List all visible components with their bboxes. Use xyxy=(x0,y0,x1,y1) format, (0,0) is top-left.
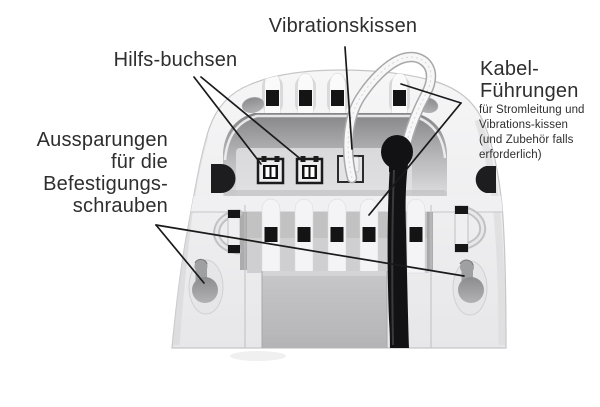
screw-recess-top-left xyxy=(241,97,265,113)
top-cable-guide-pegs xyxy=(262,72,410,115)
label-aussparungen: Aussparungen für die Befestigungs- schra… xyxy=(18,129,168,217)
kabel-subtext-line4: erforderlich) xyxy=(479,149,542,161)
kabel-subtext-line3: (und Zubehör falls xyxy=(479,134,574,146)
aux-socket-right xyxy=(295,156,324,185)
pointer-hilfsbuchsen-2 xyxy=(200,76,304,162)
vibration-pad-cable xyxy=(342,51,437,184)
pointer-aussparungen-2 xyxy=(155,224,465,277)
label-plate xyxy=(261,271,388,348)
annotation-lines xyxy=(155,46,465,284)
label-aussparungen-line1: Aussparungen xyxy=(36,129,168,151)
side-hook-left xyxy=(211,164,236,193)
label-hilfs-buchsen: Hilfs-buchsen xyxy=(113,49,238,71)
label-kabel-fuehrungen: Kabel- Führungen xyxy=(480,58,595,102)
side-pin-right xyxy=(454,205,486,253)
label-kabel-fuehrungen-subtext: für Stromleitung und Vibrations-kissen (… xyxy=(479,103,599,163)
keyhole-mount-right xyxy=(452,259,488,316)
photo-smudge xyxy=(230,351,286,361)
right-edge-shading xyxy=(474,118,506,346)
label-aussparungen-line4: schrauben xyxy=(72,195,168,217)
power-cable xyxy=(381,135,413,348)
label-aussparungen-line3: Befestigungs- xyxy=(43,173,168,195)
aux-socket-left xyxy=(256,156,285,185)
keyhole-mount-left xyxy=(188,258,224,315)
pointer-aussparungen-1 xyxy=(155,224,205,284)
label-kabel-fuehrungen-line1: Kabel- xyxy=(480,58,540,80)
kabel-subtext-line2: Vibrations-kissen xyxy=(479,119,569,131)
label-aussparungen-line2: für die xyxy=(111,151,168,173)
side-pin-left xyxy=(213,209,243,255)
pointer-kabelfuehrungen-1 xyxy=(400,83,462,104)
pointer-vibrationskissen xyxy=(344,46,353,150)
label-vibrationskissen: Vibrationskissen xyxy=(268,15,418,37)
label-kabel-fuehrungen-line2: Führungen xyxy=(480,80,579,102)
pointer-kabelfuehrungen-2 xyxy=(368,102,462,216)
side-hook-right xyxy=(475,166,496,193)
kabel-subtext-line1: für Stromleitung und xyxy=(479,104,585,116)
pointer-hilfsbuchsen-1 xyxy=(193,76,262,165)
